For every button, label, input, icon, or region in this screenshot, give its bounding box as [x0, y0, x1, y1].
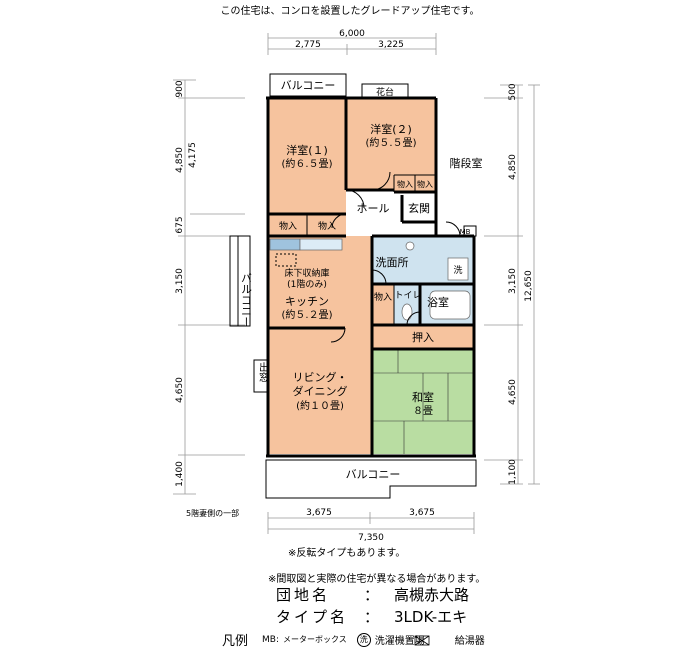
floor-note: 5階妻側の一部: [186, 509, 240, 518]
bath-label: 浴室: [427, 295, 449, 309]
complex-name-value: 高槻赤大路: [394, 586, 470, 604]
tatami-lines: [372, 349, 474, 454]
storage-label-b: 物入: [318, 220, 336, 232]
dim-top-total: 6,000: [339, 29, 365, 39]
living-name-2: ダイニング: [293, 384, 348, 398]
thin-partitions: [306, 171, 461, 343]
entrance-label: 玄関: [408, 201, 430, 215]
dim-left-3: 675: [175, 216, 185, 233]
western-room-2-name: 洋室(２): [370, 122, 412, 136]
heater-legend-symbol: [414, 635, 430, 646]
western-room-1-fill: [268, 98, 346, 214]
storage-label-a: 物入: [279, 220, 297, 232]
dim-left-6: 1,400: [175, 461, 185, 487]
hall-label: ホール: [357, 202, 390, 215]
type-name-row: タイプ名 ： 3LDK-エキ: [276, 606, 467, 627]
dim-top-left: 2,775: [295, 40, 321, 50]
japanese-room-name: 和室: [412, 390, 434, 404]
type-name-separator: ：: [364, 608, 380, 626]
closet-fill: [372, 325, 474, 349]
toilet-storage-label: 物入: [374, 291, 392, 303]
balcony-bottom-label: バルコニー: [346, 468, 401, 481]
dim-left-0: 900: [175, 80, 185, 97]
underfloor-label-2: (1階のみ): [287, 279, 327, 290]
legend-mb-key: MB:: [262, 634, 279, 645]
toilet-label: トイレ: [394, 291, 421, 301]
kitchen-name: キッチン: [285, 295, 329, 308]
reverse-type-note: ※反転タイプもあります。: [288, 548, 406, 559]
dim-right-0: 500: [508, 83, 518, 100]
legend-heater-label: 給湯器: [454, 636, 485, 647]
dim-right-4: 1,100: [508, 459, 518, 485]
water-heater-icon: [437, 635, 451, 644]
complex-name-row: 団地名 ： 高槻赤大路: [276, 584, 469, 605]
type-name-label: タイプ名: [276, 608, 349, 626]
room-labels: バルコニー 花台 洋室(１) (約６.５畳) 洋室(２) (約５.５畳) 階段室…: [240, 79, 483, 481]
legend-washer-label: 洗濯機置場: [374, 636, 425, 647]
underfloor-label-1: 床下収納庫: [284, 267, 329, 279]
western-room-1-size: (約６.５畳): [282, 157, 333, 170]
dim-left-1: 4,175: [188, 142, 198, 168]
japanese-room-size: ８畳: [413, 405, 433, 417]
western-room-1-name: 洋室(１): [286, 143, 328, 157]
stairwell-label: 階段室: [450, 156, 483, 170]
dim-bottom-left: 3,675: [306, 508, 332, 518]
meter-box-label: MB: [460, 228, 471, 236]
legend-mb-value: メーターボックス: [283, 635, 347, 644]
living-size: (約１０畳): [296, 399, 344, 412]
storage-label-c: 物入: [397, 179, 413, 189]
toilet-storage-fill: [372, 284, 394, 324]
dim-top-right: 3,225: [378, 40, 404, 50]
complex-name-label: 団地名: [276, 586, 331, 604]
flower-bed-label: 花台: [376, 86, 394, 98]
disclaimer-note: ※間取図と実際の住宅が異なる場合があります。: [268, 574, 486, 585]
legend: 凡例 MB: メーターボックス 洗 洗濯機置場 給湯器: [222, 630, 485, 649]
dim-right-2: 3,150: [508, 268, 518, 294]
dimension-text: 6,000 2,775 3,225 3,675 3,675 7,350 900 …: [175, 29, 534, 543]
kitchen-fill: [268, 236, 372, 328]
living-name-1: リビング・: [293, 370, 348, 384]
room-fills: [268, 98, 474, 454]
western-room-2-size: (約５.５畳): [366, 136, 417, 149]
dim-bottom-total: 7,350: [358, 533, 384, 543]
grade-up-notice: この住宅は、コンロを設置したグレードアップ住宅です。: [220, 6, 480, 17]
dimension-lines: [173, 33, 540, 534]
appliances: [269, 238, 471, 321]
living-fill: [268, 328, 372, 454]
legend-title: 凡例: [222, 634, 249, 649]
type-name-value: 3LDK-エキ: [394, 608, 468, 626]
dim-left-5: 4,650: [175, 377, 185, 403]
washer-icon: 洗: [356, 632, 371, 647]
closet-label: 押入: [412, 330, 434, 344]
storage-label-d: 物入: [417, 179, 433, 189]
side-balcony-label: バルコニー: [240, 273, 253, 328]
washer-mark: 洗: [453, 264, 462, 276]
balcony-top-label: バルコニー: [281, 79, 336, 92]
balconies: [229, 73, 477, 499]
complex-name-separator: ：: [364, 586, 380, 604]
dim-left-4: 3,150: [175, 268, 185, 294]
washroom-label: 洗面所: [376, 256, 409, 269]
dim-bottom-right: 3,675: [409, 508, 435, 518]
dim-right-3: 4,650: [508, 379, 518, 405]
dim-right-total: 12,650: [524, 270, 534, 302]
bay-window-label: 出窓: [257, 361, 269, 382]
dim-left-2: 4,850: [175, 147, 185, 173]
kitchen-size: (約５.２畳): [282, 308, 333, 321]
dim-right-1: 4,850: [508, 154, 518, 180]
